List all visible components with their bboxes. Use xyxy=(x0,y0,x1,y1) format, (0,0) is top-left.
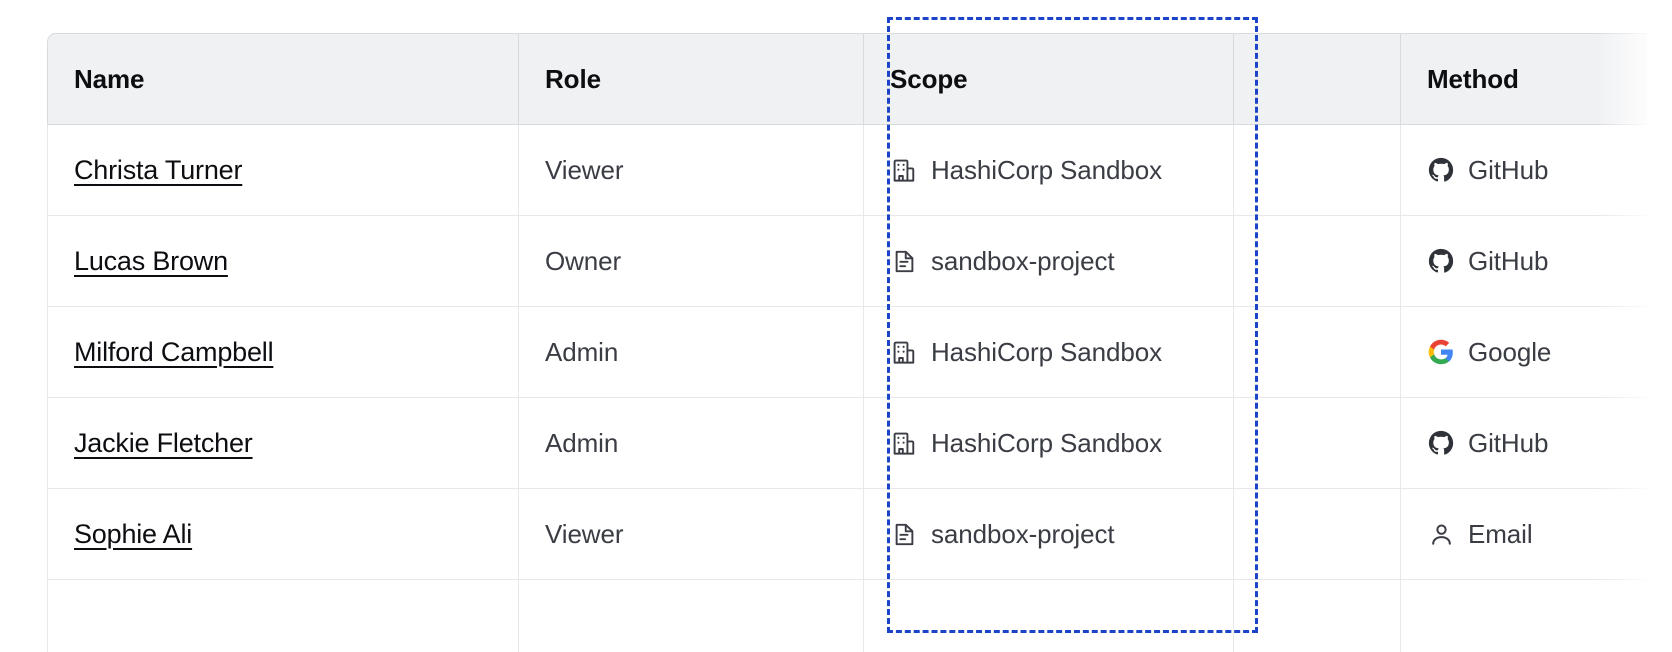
table-row[interactable]: Christa Turner Viewer HashiCorp Sandbox Git… xyxy=(47,125,1647,216)
cell-blank xyxy=(1234,307,1401,398)
column-header-blank xyxy=(1234,33,1401,125)
cell-role: Admin xyxy=(519,307,864,398)
cell-blank xyxy=(1234,489,1401,580)
cell-method: GitHub xyxy=(1401,125,1647,216)
project-document-icon xyxy=(890,520,918,548)
user-name-link[interactable]: Christa Turner xyxy=(74,154,243,185)
user-name-link[interactable]: Sophie Ali xyxy=(74,518,193,549)
cell-method: GitHub xyxy=(1401,398,1647,489)
cell-role: Viewer xyxy=(519,489,864,580)
cell-scope: sandbox-project xyxy=(864,489,1234,580)
user-name-link[interactable]: Milford Campbell xyxy=(74,336,274,367)
cell-blank xyxy=(1234,125,1401,216)
method-label: GitHub xyxy=(1468,245,1549,276)
cell-method: Google xyxy=(1401,307,1647,398)
table-row[interactable]: Sophie Ali Viewer sandbox-project Email xyxy=(47,489,1647,580)
table-row[interactable] xyxy=(47,580,1647,652)
org-building-icon xyxy=(890,338,918,366)
github-icon xyxy=(1427,156,1455,184)
cell-name: Lucas Brown xyxy=(47,216,519,307)
google-icon xyxy=(1427,338,1455,366)
cell-name: Jackie Fletcher xyxy=(47,398,519,489)
cell-name: Sophie Ali xyxy=(47,489,519,580)
user-name-link[interactable]: Lucas Brown xyxy=(74,245,228,276)
cell-blank xyxy=(1234,580,1401,652)
scope-label: HashiCorp Sandbox xyxy=(931,154,1162,185)
org-building-icon xyxy=(890,429,918,457)
column-header-scope[interactable]: Scope xyxy=(864,33,1234,125)
cell-scope: sandbox-project xyxy=(864,216,1234,307)
cell-role: Viewer xyxy=(519,125,864,216)
github-icon xyxy=(1427,429,1455,457)
scope-label: HashiCorp Sandbox xyxy=(931,336,1162,367)
cell-role xyxy=(519,580,864,652)
method-label: Google xyxy=(1468,336,1552,367)
table-row[interactable]: Lucas Brown Owner sandbox-project GitHub xyxy=(47,216,1647,307)
cell-scope: HashiCorp Sandbox xyxy=(864,307,1234,398)
cell-name xyxy=(47,580,519,652)
method-label: GitHub xyxy=(1468,154,1549,185)
cell-scope: HashiCorp Sandbox xyxy=(864,125,1234,216)
cell-name: Christa Turner xyxy=(47,125,519,216)
cell-blank xyxy=(1234,398,1401,489)
table-row[interactable]: Jackie Fletcher Admin HashiCorp Sandbox Git… xyxy=(47,398,1647,489)
user-person-icon xyxy=(1427,520,1455,548)
cell-blank xyxy=(1234,216,1401,307)
cell-scope: HashiCorp Sandbox xyxy=(864,398,1234,489)
cell-name: Milford Campbell xyxy=(47,307,519,398)
column-header-method[interactable]: Method xyxy=(1401,33,1647,125)
method-label: Email xyxy=(1468,518,1533,549)
user-name-link[interactable]: Jackie Fletcher xyxy=(74,427,253,458)
cell-method xyxy=(1401,580,1647,652)
cell-method: Email xyxy=(1401,489,1647,580)
scope-label: sandbox-project xyxy=(931,245,1115,276)
method-label: GitHub xyxy=(1468,427,1549,458)
table-row[interactable]: Milford Campbell Admin HashiCorp Sandbox Go… xyxy=(47,307,1647,398)
column-header-role[interactable]: Role xyxy=(519,33,864,125)
project-document-icon xyxy=(890,247,918,275)
cell-scope xyxy=(864,580,1234,652)
org-building-icon xyxy=(890,156,918,184)
table-header: Name Role Scope Method xyxy=(47,33,1647,125)
cell-role: Owner xyxy=(519,216,864,307)
scope-label: sandbox-project xyxy=(931,518,1115,549)
table-header-row: Name Role Scope Method xyxy=(47,33,1647,125)
cell-role: Admin xyxy=(519,398,864,489)
cell-method: GitHub xyxy=(1401,216,1647,307)
scope-label: HashiCorp Sandbox xyxy=(931,427,1162,458)
github-icon xyxy=(1427,247,1455,275)
column-header-name[interactable]: Name xyxy=(47,33,519,125)
